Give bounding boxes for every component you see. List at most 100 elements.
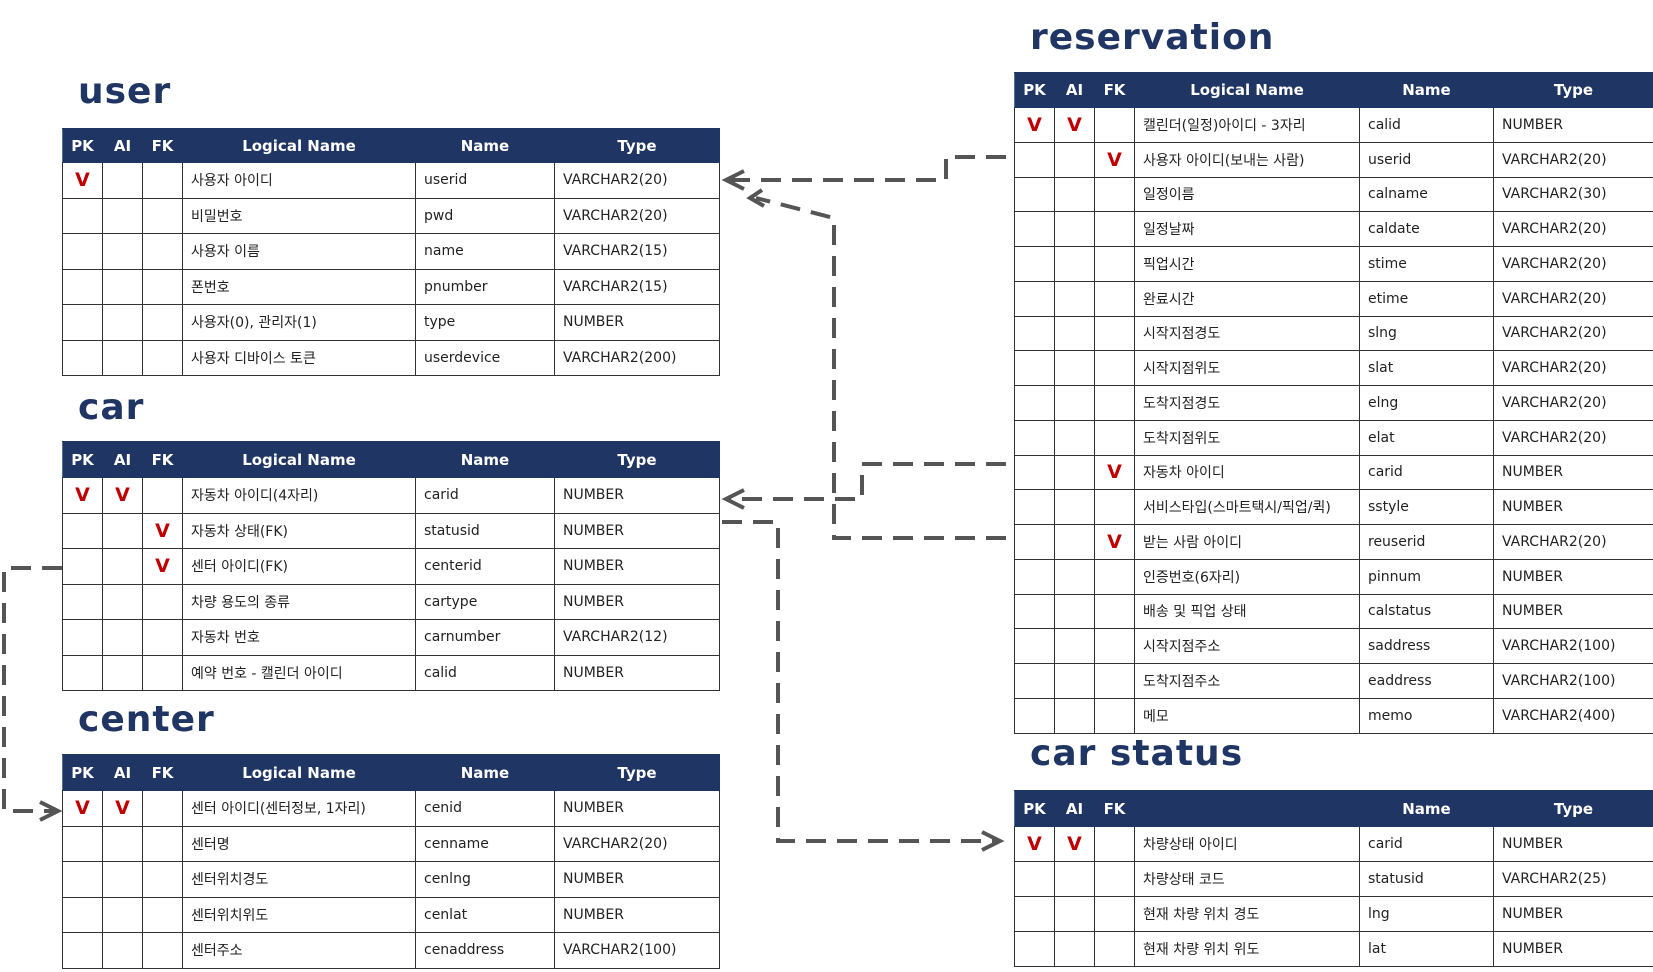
column-header-fk: FK (142, 754, 183, 791)
logical-cell: 사용자(0), 관리자(1) (182, 304, 416, 341)
name-cell: statusid (1359, 861, 1494, 897)
logical-cell: 완료시간 (1134, 280, 1360, 317)
type-cell: VARCHAR2(100) (1493, 663, 1653, 699)
type-cell: NUMBER (554, 583, 720, 620)
type-cell: NUMBER (554, 512, 720, 549)
column-header-ai: AI (1054, 72, 1095, 108)
fk-flag-cell (1094, 896, 1135, 932)
pk-flag-cell (62, 825, 103, 862)
name-cell: etime (1359, 280, 1494, 317)
pk-flag-cell (1014, 141, 1055, 178)
type-cell: VARCHAR2(30) (1493, 176, 1653, 213)
name-cell: userid (415, 162, 555, 199)
column-header-logical: Logical Name (182, 128, 416, 163)
type-cell: VARCHAR2(15) (554, 268, 720, 305)
name-cell: reuserid (1359, 524, 1494, 560)
type-cell: NUMBER (554, 654, 720, 691)
name-cell: centerid (415, 548, 555, 585)
fk-flag-cell (142, 162, 183, 199)
pk-flag-cell (62, 583, 103, 620)
logical-cell: 시작지점주소 (1134, 628, 1360, 664)
ai-flag-cell (1054, 350, 1095, 386)
ai-flag-cell (1054, 315, 1095, 352)
type-cell: NUMBER (1493, 896, 1653, 932)
column-header-logical (1134, 790, 1360, 827)
type-cell: VARCHAR2(20) (1493, 246, 1653, 282)
pk-flag-cell (1014, 896, 1055, 932)
column-header-pk: PK (62, 754, 103, 791)
column-header-fk: FK (142, 128, 183, 163)
type-cell: VARCHAR2(400) (1493, 697, 1653, 734)
ai-flag-cell (1054, 176, 1095, 213)
column-header-pk: PK (1014, 72, 1055, 108)
type-cell: NUMBER (554, 861, 720, 898)
pk-flag-cell (62, 619, 103, 656)
column-header-type: Type (554, 754, 720, 791)
arrowhead-to-user-userid (721, 169, 745, 191)
fk-flag-cell (1094, 697, 1135, 734)
ai-flag-cell (1054, 454, 1095, 491)
ai-flag-cell: V (102, 477, 143, 514)
type-cell: NUMBER (1493, 931, 1653, 967)
ai-flag-cell (1054, 524, 1095, 560)
name-cell: carid (415, 477, 555, 514)
type-cell: VARCHAR2(20) (1493, 524, 1653, 560)
name-cell: elat (1359, 419, 1494, 456)
column-header-name: Name (415, 441, 555, 478)
logical-cell: 센터 아이디(FK) (182, 548, 416, 585)
name-cell: slng (1359, 315, 1494, 352)
fk-flag-cell: V (1094, 454, 1135, 491)
logical-cell: 사용자 아이디(보내는 사람) (1134, 141, 1360, 178)
logical-cell: 받는 사람 아이디 (1134, 524, 1360, 560)
name-cell: name (415, 233, 555, 270)
column-header-type: Type (554, 128, 720, 163)
logical-cell: 사용자 아이디 (182, 162, 416, 199)
name-cell: cartype (415, 583, 555, 620)
logical-cell: 예약 번호 - 캘린더 아이디 (182, 654, 416, 691)
name-cell: carnumber (415, 619, 555, 656)
connector-reservation-reuserid-to-user (755, 196, 1006, 540)
connector-car-statusid-to-car-status (722, 520, 996, 843)
name-cell: pwd (415, 197, 555, 234)
column-header-name: Name (1359, 72, 1494, 108)
column-header-pk: PK (1014, 790, 1055, 827)
name-cell: calid (415, 654, 555, 691)
pk-flag-cell (1014, 211, 1055, 247)
pk-flag-cell (62, 304, 103, 341)
name-cell: calstatus (1359, 593, 1494, 630)
fk-flag-cell (142, 233, 183, 270)
ai-flag-cell (1054, 628, 1095, 664)
type-cell: NUMBER (554, 477, 720, 514)
type-cell: VARCHAR2(20) (554, 162, 720, 199)
fk-flag-cell (142, 268, 183, 305)
pk-flag-cell: V (62, 790, 103, 827)
fk-flag-cell (142, 197, 183, 234)
column-header-type: Type (1493, 790, 1653, 827)
column-header-logical: Logical Name (1134, 72, 1360, 108)
name-cell: sstyle (1359, 489, 1494, 525)
ai-flag-cell (1054, 419, 1095, 456)
ai-flag-cell (1054, 697, 1095, 734)
pk-flag-cell: V (62, 162, 103, 199)
arrowhead-to-car-carid (721, 488, 745, 510)
pk-flag-cell (1014, 246, 1055, 282)
pk-flag-cell (1014, 593, 1055, 630)
name-cell: stime (1359, 246, 1494, 282)
type-cell: VARCHAR2(20) (1493, 141, 1653, 178)
logical-cell: 센터명 (182, 825, 416, 862)
pk-flag-cell (62, 654, 103, 691)
arrowhead-to-center-cenid (39, 800, 63, 822)
logical-cell: 일정날짜 (1134, 211, 1360, 247)
fk-flag-cell (1094, 385, 1135, 421)
ai-flag-cell (102, 233, 143, 270)
